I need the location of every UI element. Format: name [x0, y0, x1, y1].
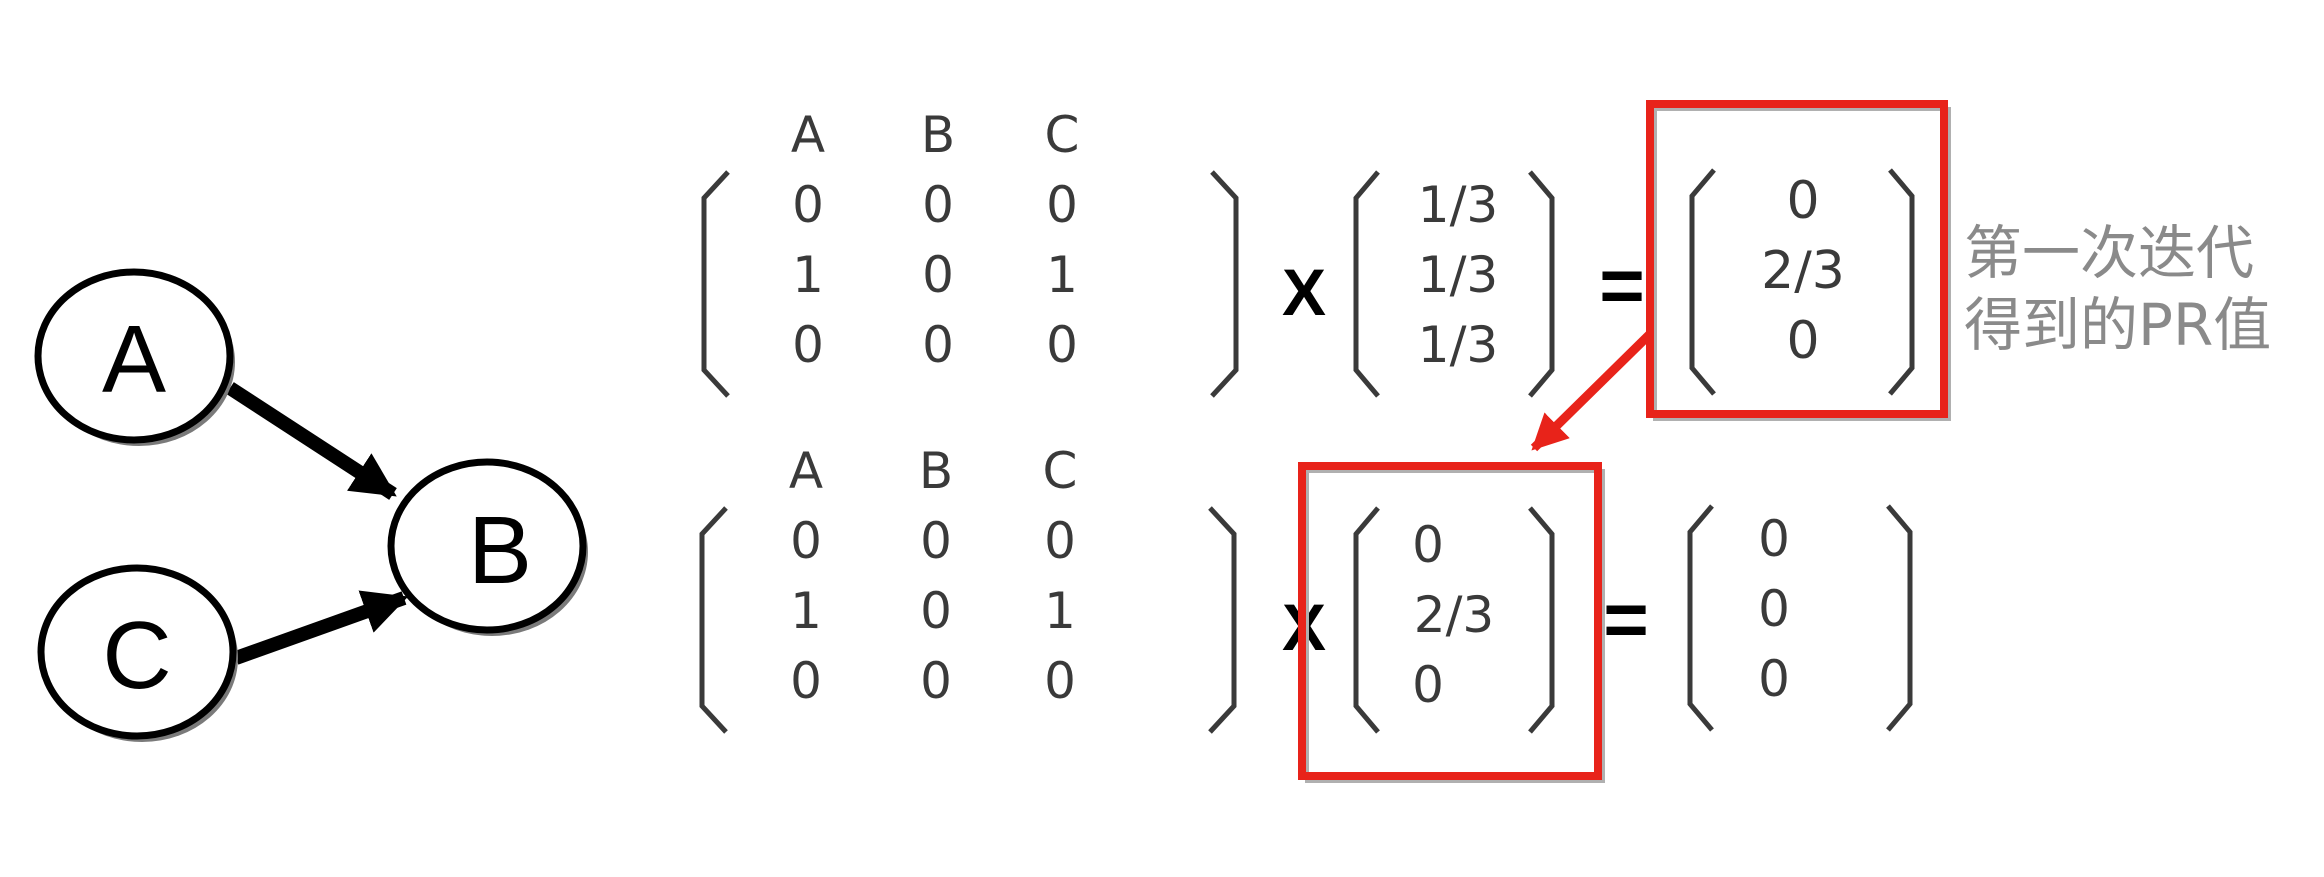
edge-c-to-b [233, 590, 409, 665]
first-iteration-note-line-2: 得到的PR值 [1964, 291, 2271, 359]
node-a: A [34, 268, 235, 446]
matrix-1-header-c: C [1045, 106, 1080, 164]
pr-vector-2: 0 2/3 0 [1353, 506, 1555, 734]
result-2-value: 0 [1758, 510, 1790, 568]
matrix-2-header-b: B [919, 442, 953, 500]
result-1-left-bracket [1689, 168, 1716, 396]
vector-2-value: 0 [1412, 516, 1444, 574]
matrix-2-left-bracket [699, 506, 728, 734]
vector-2-value: 2/3 [1414, 586, 1494, 644]
iteration-1-equation: A B C 0 0 0 1 0 1 0 0 0 X 1/3 1/3 1/3 = … [701, 100, 2271, 421]
result-2-value: 0 [1758, 580, 1790, 638]
matrix-1-right-bracket [1210, 170, 1239, 398]
result-2-right-bracket [1886, 504, 1913, 732]
result-2-value: 0 [1758, 650, 1790, 708]
result-1-highlight-box [1653, 107, 1951, 421]
result-1-value: 0 [1786, 171, 1819, 231]
carry-over-arrow [1530, 330, 1654, 452]
transition-matrix-1: A B C 0 0 0 1 0 1 0 0 0 [701, 106, 1239, 398]
matrix-2-right-bracket [1208, 506, 1237, 734]
vector-2-value: 0 [1412, 656, 1444, 714]
matrix-2-cell: 0 [1044, 652, 1076, 710]
matrix-2-cell: 1 [790, 582, 822, 640]
node-c-label: C [102, 602, 171, 709]
matrix-1-left-bracket [701, 170, 730, 398]
matrix-1-header-a: A [791, 106, 825, 164]
result-vector-1: 0 2/3 0 [1689, 168, 1915, 396]
vector-1-left-bracket [1353, 170, 1380, 398]
matrix-1-cell: 0 [922, 176, 954, 234]
matrix-1-cell: 1 [1046, 246, 1078, 304]
matrix-1-cell: 0 [922, 316, 954, 374]
result-1-right-bracket [1888, 168, 1915, 396]
matrix-2-cell: 0 [920, 512, 952, 570]
matrix-1-cell: 0 [922, 246, 954, 304]
node-b-label: B [468, 497, 532, 604]
node-a-label: A [102, 306, 166, 413]
node-b: B [387, 458, 588, 636]
vector-1-value: 1/3 [1418, 246, 1498, 304]
matrix-2-cell: 0 [790, 652, 822, 710]
result-1-highlight-box [1646, 100, 1948, 418]
edge-a-to-b [226, 382, 397, 500]
matrix-2-cell: 0 [920, 582, 952, 640]
matrix-1-cell: 0 [792, 316, 824, 374]
equals-sign-1: = [1599, 241, 1645, 329]
matrix-1-cell: 0 [1046, 176, 1078, 234]
vector-2-right-bracket [1528, 506, 1555, 734]
matrix-1-cell: 0 [792, 176, 824, 234]
matrix-2-cell: 0 [1044, 512, 1076, 570]
link-graph: A B C [34, 268, 588, 742]
matrix-2-cell: 1 [1044, 582, 1076, 640]
equals-sign-2: = [1603, 575, 1649, 663]
result-2-left-bracket [1687, 504, 1714, 732]
input-2-highlight-box [1305, 469, 1605, 783]
result-1-value: 0 [1786, 311, 1819, 371]
matrix-1-header-b: B [921, 106, 955, 164]
first-iteration-note-line-1: 第一次迭代 [1964, 219, 2254, 287]
input-2-highlight-box [1298, 462, 1602, 780]
matrix-2-cell: 0 [790, 512, 822, 570]
matrix-1-cell: 0 [1046, 316, 1078, 374]
vector-2-left-bracket [1353, 506, 1380, 734]
matrix-2-header-a: A [789, 442, 823, 500]
pr-vector-1: 1/3 1/3 1/3 [1353, 170, 1555, 398]
matrix-2-header-c: C [1043, 442, 1078, 500]
result-vector-2: 0 0 0 [1687, 504, 1913, 732]
matrix-2-cell: 0 [920, 652, 952, 710]
vector-1-right-bracket [1528, 170, 1555, 398]
node-c: C [37, 564, 238, 742]
vector-1-value: 1/3 [1418, 316, 1498, 374]
vector-1-value: 1/3 [1418, 176, 1498, 234]
transition-matrix-2: A B C 0 0 0 1 0 1 0 0 0 [699, 442, 1237, 734]
iteration-2-equation: A B C 0 0 0 1 0 1 0 0 0 X 0 2/3 0 = 0 [699, 442, 1913, 783]
result-1-value: 2/3 [1761, 241, 1845, 301]
matrix-1-cell: 1 [792, 246, 824, 304]
multiply-sign-1: X [1282, 255, 1326, 329]
